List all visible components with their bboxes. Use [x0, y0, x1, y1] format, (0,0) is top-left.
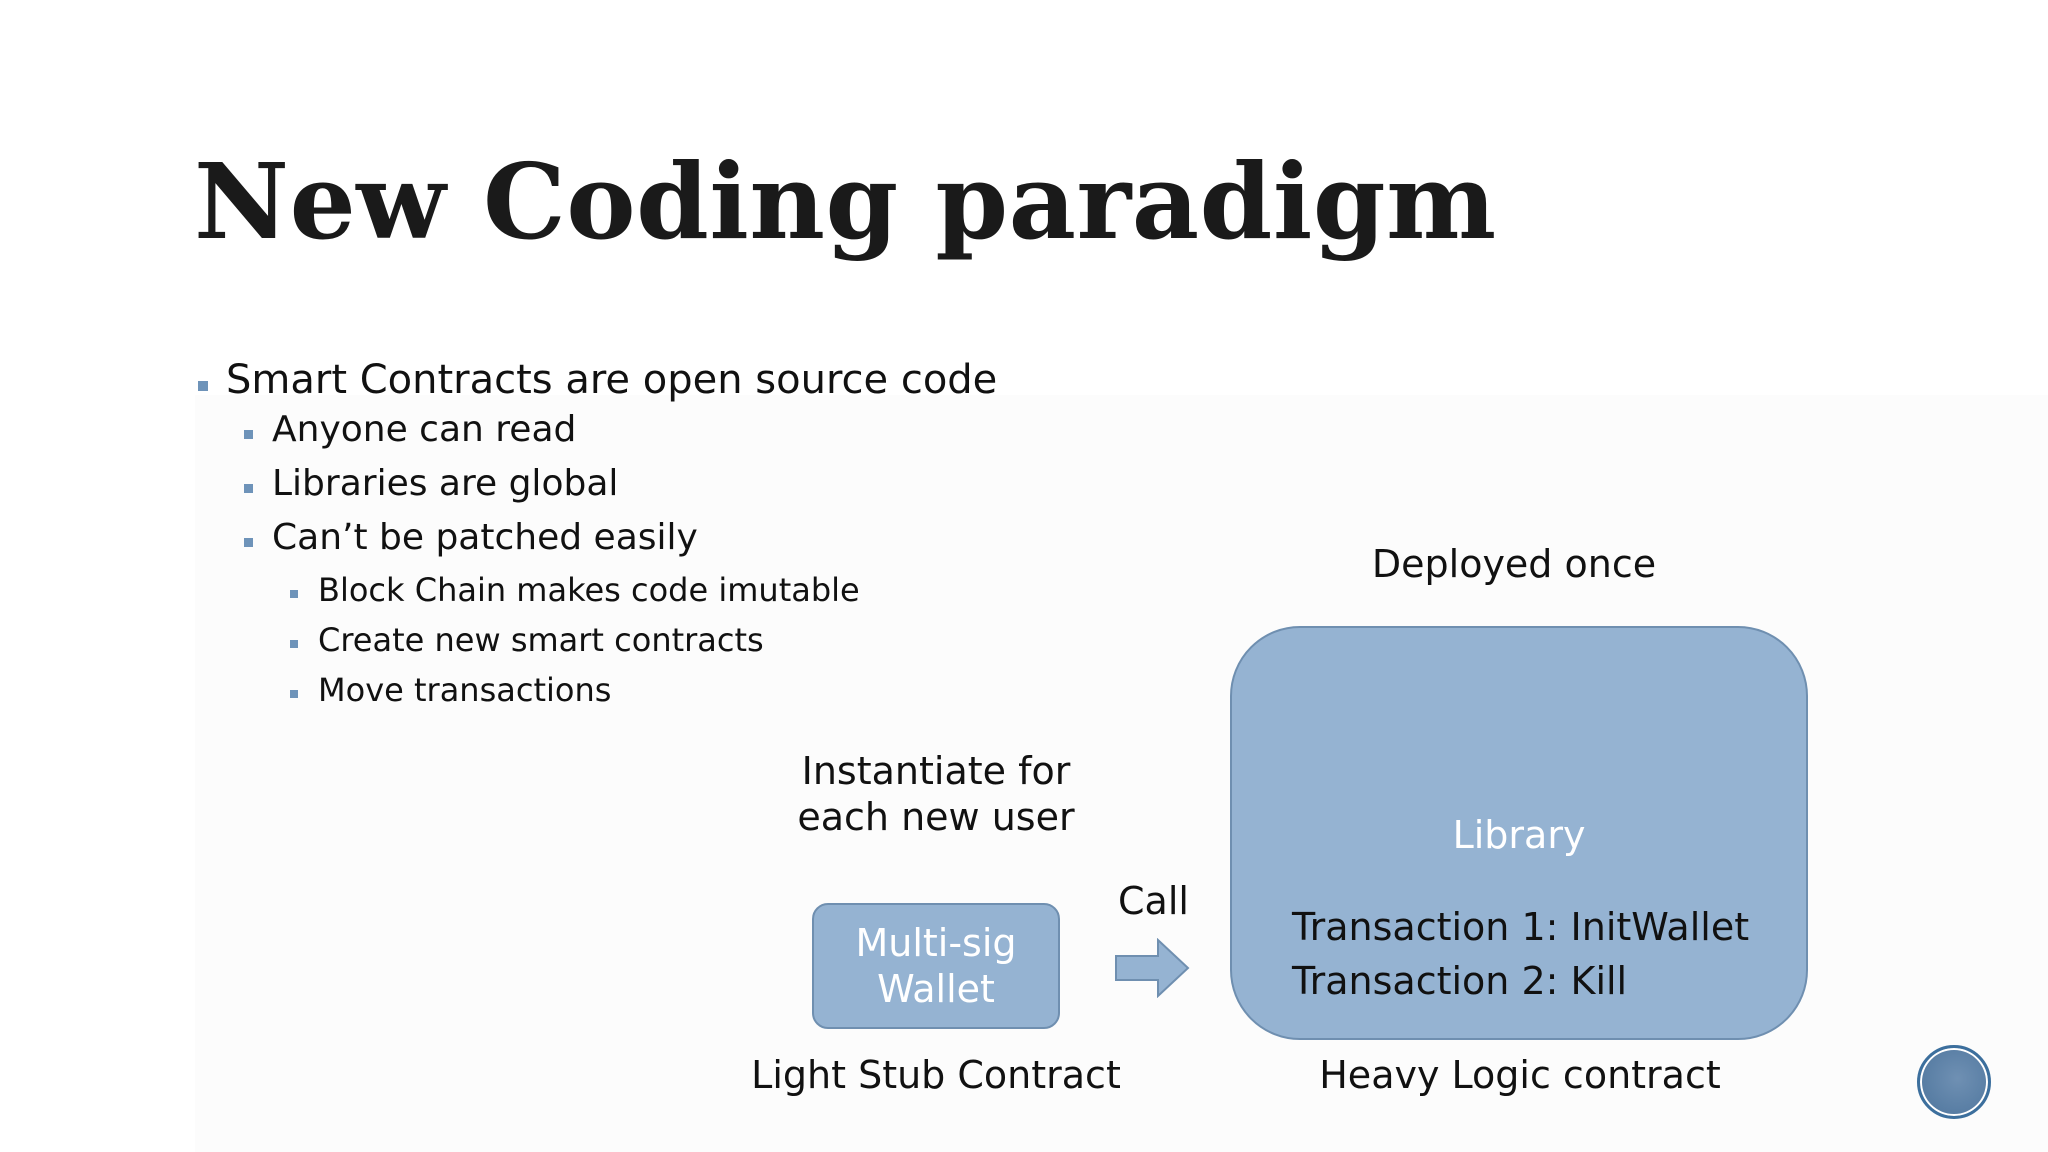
slide-title: New Coding paradigm: [194, 140, 1497, 263]
instantiate-label-line: Instantiate for: [801, 749, 1071, 793]
bullet-square-icon: [198, 381, 208, 391]
bullet-list: Smart Contracts are open source code Any…: [195, 360, 997, 724]
slide-nav-circle-icon[interactable]: [1917, 1045, 1991, 1119]
stub-box-line: Multi-sig: [855, 921, 1017, 965]
call-label: Call: [1118, 879, 1189, 923]
bullet-text: Anyone can read: [272, 409, 577, 450]
library-caption: Heavy Logic contract: [1319, 1053, 1721, 1097]
bullet-text: Move transactions: [318, 671, 612, 709]
call-arrow-icon: [1115, 938, 1190, 998]
bullet-item: Create new smart contracts: [195, 624, 997, 674]
library-title: Library: [1452, 813, 1586, 857]
bullet-square-icon: [244, 484, 253, 493]
bullet-square-icon: [244, 538, 253, 547]
library-box: Library Transaction 1: InitWallet Transa…: [1230, 626, 1808, 1040]
multisig-wallet-box: Multi-sig Wallet: [812, 903, 1060, 1029]
bullet-square-icon: [290, 690, 298, 698]
bullet-text: Block Chain makes code imutable: [318, 571, 860, 609]
bullet-text: Smart Contracts are open source code: [226, 357, 998, 403]
instantiate-label: Instantiate for each new user: [786, 748, 1086, 840]
bullet-item: Anyone can read: [195, 412, 997, 466]
bullet-item: Move transactions: [195, 674, 997, 724]
transaction-item: Transaction 1: InitWallet: [1292, 905, 1750, 949]
stub-box-line: Wallet: [877, 967, 995, 1011]
bullet-square-icon: [290, 590, 298, 598]
deployed-label: Deployed once: [1371, 542, 1657, 586]
bullet-text: Create new smart contracts: [318, 621, 764, 659]
bullet-item: Block Chain makes code imutable: [195, 574, 997, 624]
bullet-item: Libraries are global: [195, 466, 997, 520]
bullet-square-icon: [244, 430, 253, 439]
bullet-text: Can’t be patched easily: [272, 517, 698, 558]
bullet-text: Libraries are global: [272, 463, 619, 504]
bullet-item: Can’t be patched easily: [195, 520, 997, 574]
bullet-item: Smart Contracts are open source code: [195, 360, 997, 412]
transaction-item: Transaction 2: Kill: [1292, 959, 1628, 1003]
instantiate-label-line: each new user: [797, 795, 1075, 839]
bullet-square-icon: [290, 640, 298, 648]
stub-caption: Light Stub Contract: [751, 1053, 1121, 1097]
